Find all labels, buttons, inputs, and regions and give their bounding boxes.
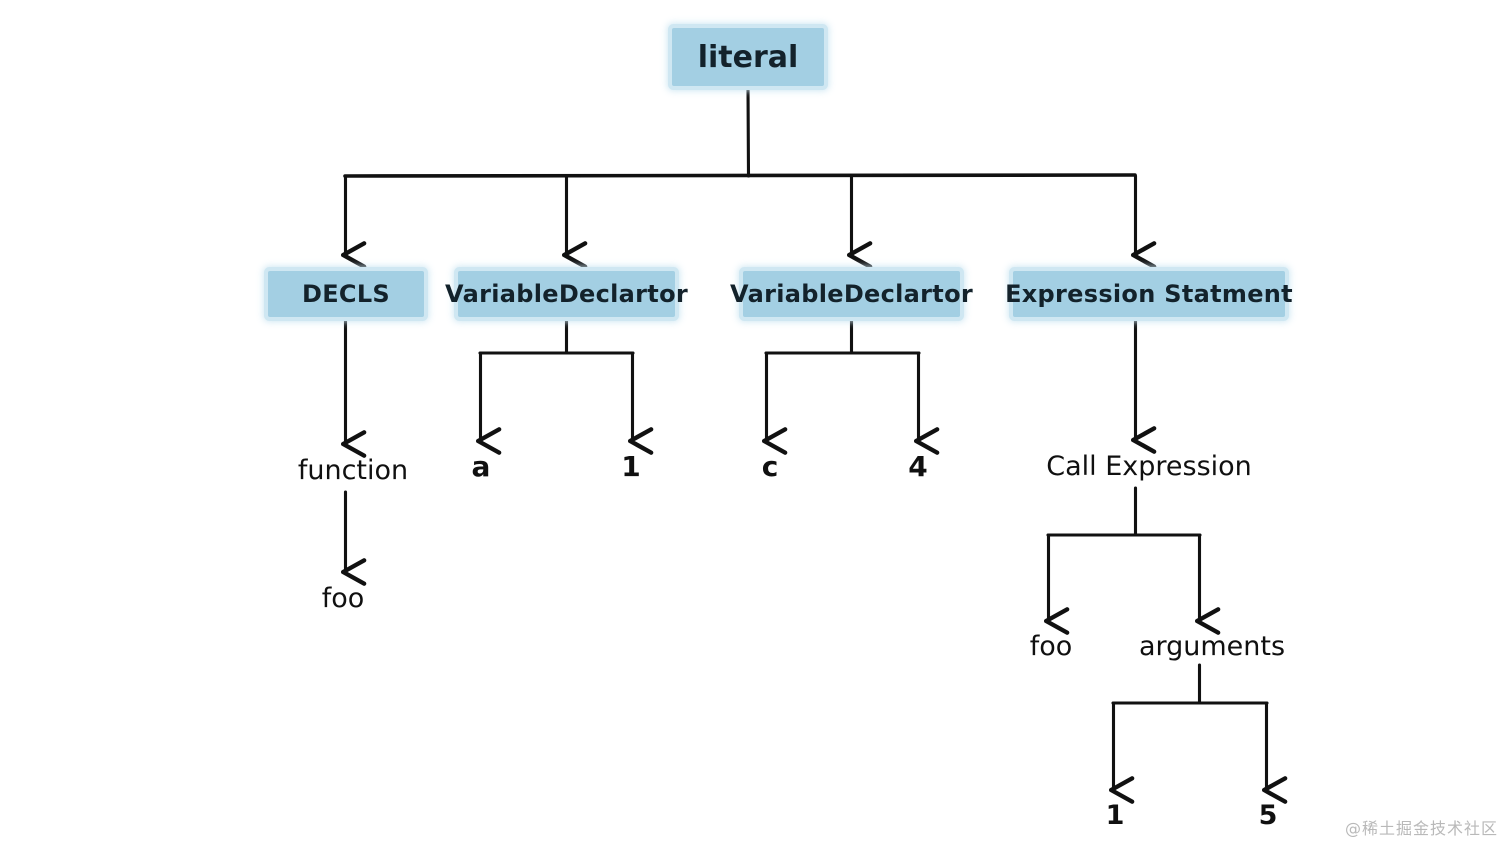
- node-expression-statement[interactable]: Expression Statment: [1005, 271, 1293, 317]
- node-foo-declaration-label: foo: [321, 583, 365, 614]
- node-identifier-c[interactable]: c: [762, 450, 779, 483]
- edge-root-stem: [746, 86, 751, 178]
- node-expression-statement-label: Expression Statment: [1005, 280, 1293, 308]
- node-argument-5[interactable]: 5: [1259, 800, 1278, 831]
- node-decls[interactable]: DECLS: [268, 271, 424, 317]
- node-function[interactable]: function: [298, 455, 408, 486]
- node-argument-5-label: 5: [1258, 800, 1278, 831]
- node-foo-declaration[interactable]: foo: [322, 583, 365, 614]
- node-variable-declarator-2[interactable]: VariableDeclartor: [730, 271, 973, 317]
- node-variable-declarator-1-label: VariableDeclartor: [445, 280, 688, 308]
- edge-root-bus: [343, 173, 1137, 178]
- node-argument-1[interactable]: 1: [1106, 800, 1125, 831]
- node-arguments-label: arguments: [1138, 631, 1286, 662]
- node-callee-foo-label: foo: [1029, 631, 1073, 662]
- node-identifier-a[interactable]: a: [472, 450, 491, 483]
- watermark-text: @稀土掘金技术社区: [1344, 819, 1498, 838]
- node-variable-declarator-1[interactable]: VariableDeclartor: [445, 271, 688, 317]
- watermark: @稀土掘金技术社区: [1345, 815, 1498, 839]
- node-call-expression[interactable]: Call Expression: [1046, 451, 1252, 482]
- node-argument-1-label: 1: [1105, 800, 1125, 831]
- node-function-label: function: [297, 455, 409, 486]
- node-value-4-label: 4: [908, 450, 928, 483]
- node-literal-label: literal: [697, 39, 799, 75]
- node-value-1[interactable]: 1: [621, 450, 640, 483]
- node-variable-declarator-2-label: VariableDeclartor: [730, 280, 973, 308]
- node-decls-label: DECLS: [301, 280, 390, 308]
- node-arguments[interactable]: arguments: [1139, 631, 1285, 662]
- node-call-expression-label: Call Expression: [1046, 451, 1252, 482]
- node-value-1-label: 1: [621, 450, 641, 483]
- node-callee-foo[interactable]: foo: [1030, 631, 1073, 662]
- node-literal[interactable]: literal: [672, 28, 824, 86]
- node-value-4[interactable]: 4: [908, 450, 927, 483]
- node-identifier-c-label: c: [761, 450, 779, 483]
- node-identifier-a-label: a: [471, 450, 491, 483]
